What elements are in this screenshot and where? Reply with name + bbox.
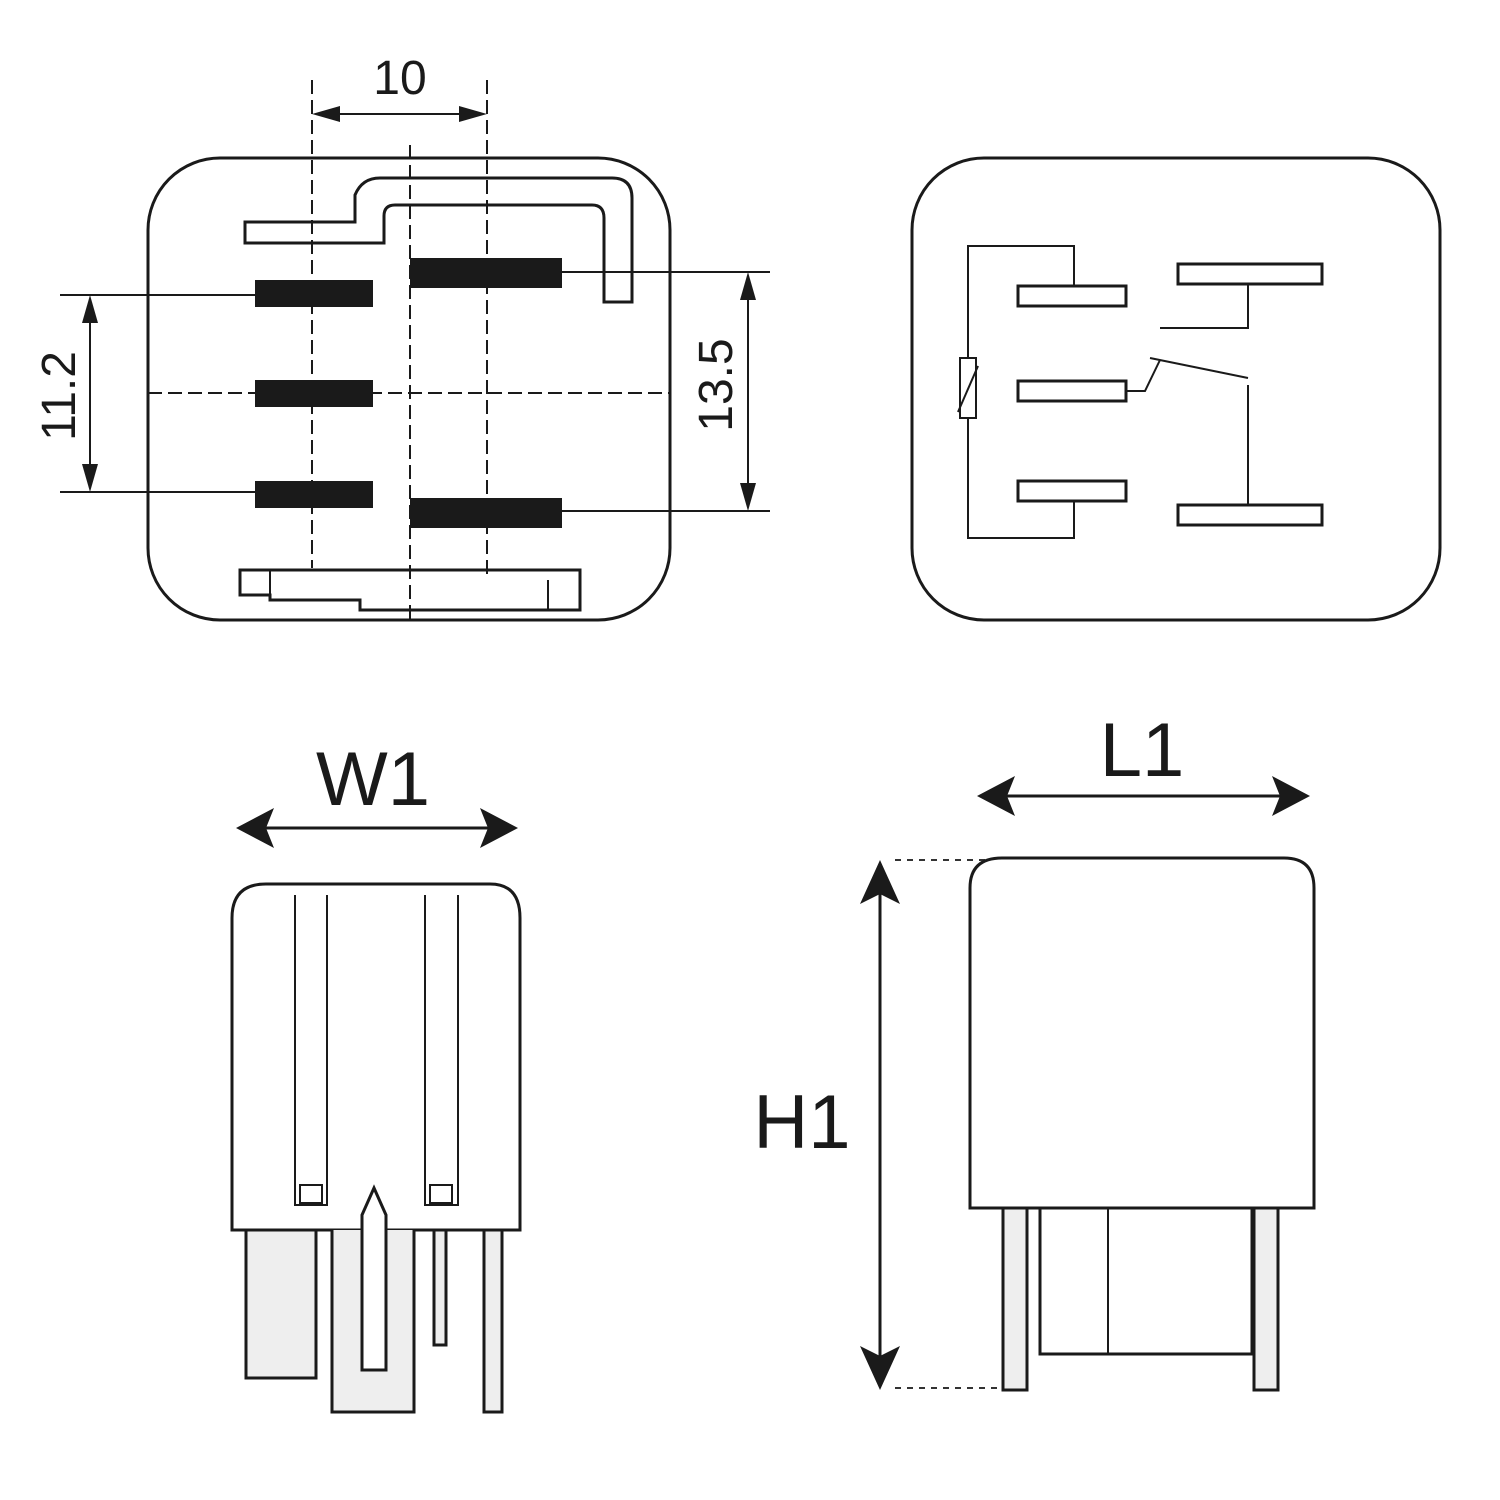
bottom-bracket-strip xyxy=(238,568,582,612)
dimension-13-5-label: 13.5 xyxy=(690,338,743,431)
w1-label: W1 xyxy=(316,737,430,822)
dimension-11-2-label: 11.2 xyxy=(33,351,86,441)
arrow-down-icon xyxy=(82,464,98,492)
terminal-center-blade xyxy=(360,1184,388,1372)
arrow-up-icon xyxy=(740,272,756,300)
pin-coil-top xyxy=(1016,284,1128,308)
l1-label: L1 xyxy=(1100,708,1185,793)
arrow-up-icon xyxy=(82,295,98,323)
coil-icon xyxy=(959,357,977,419)
side-view: L1 H1 xyxy=(753,708,1316,1392)
pin-normally-closed xyxy=(1176,262,1324,286)
terminal-right xyxy=(482,1228,504,1414)
arrow-left-icon xyxy=(977,776,1015,816)
pin-left-bottom xyxy=(255,481,373,508)
arrow-left-icon xyxy=(312,106,340,122)
pin-normally-open xyxy=(1176,503,1324,527)
arrow-right-icon xyxy=(1272,776,1310,816)
h1-label: H1 xyxy=(753,1080,850,1165)
arrow-up-icon xyxy=(860,860,900,904)
terminal-side-left xyxy=(1001,1206,1029,1392)
arrow-down-icon xyxy=(860,1346,900,1390)
relay-schematic-outline xyxy=(910,156,1442,622)
arrow-right-icon xyxy=(480,808,518,848)
arrow-right-icon xyxy=(459,106,487,122)
relay-body-front xyxy=(230,882,522,1232)
relay-base-block xyxy=(1038,1206,1254,1356)
pin-common xyxy=(1016,379,1128,403)
pin-coil-bottom xyxy=(1016,479,1128,503)
terminal-side-right xyxy=(1252,1206,1280,1392)
pin-left-top xyxy=(255,280,373,307)
front-view: W1 xyxy=(230,737,522,1414)
circuit-schematic-view xyxy=(910,156,1442,622)
arrow-down-icon xyxy=(740,483,756,511)
pin-layout-view: 10 11.2 13.5 xyxy=(33,52,770,622)
top-bracket-strip xyxy=(243,176,634,304)
switch-contact-icon xyxy=(1149,357,1249,379)
dimension-10-label: 10 xyxy=(373,52,426,105)
terminal-left xyxy=(244,1228,318,1380)
relay-body-side xyxy=(968,856,1316,1210)
terminal-thin xyxy=(432,1228,448,1347)
arrow-left-icon xyxy=(236,808,274,848)
